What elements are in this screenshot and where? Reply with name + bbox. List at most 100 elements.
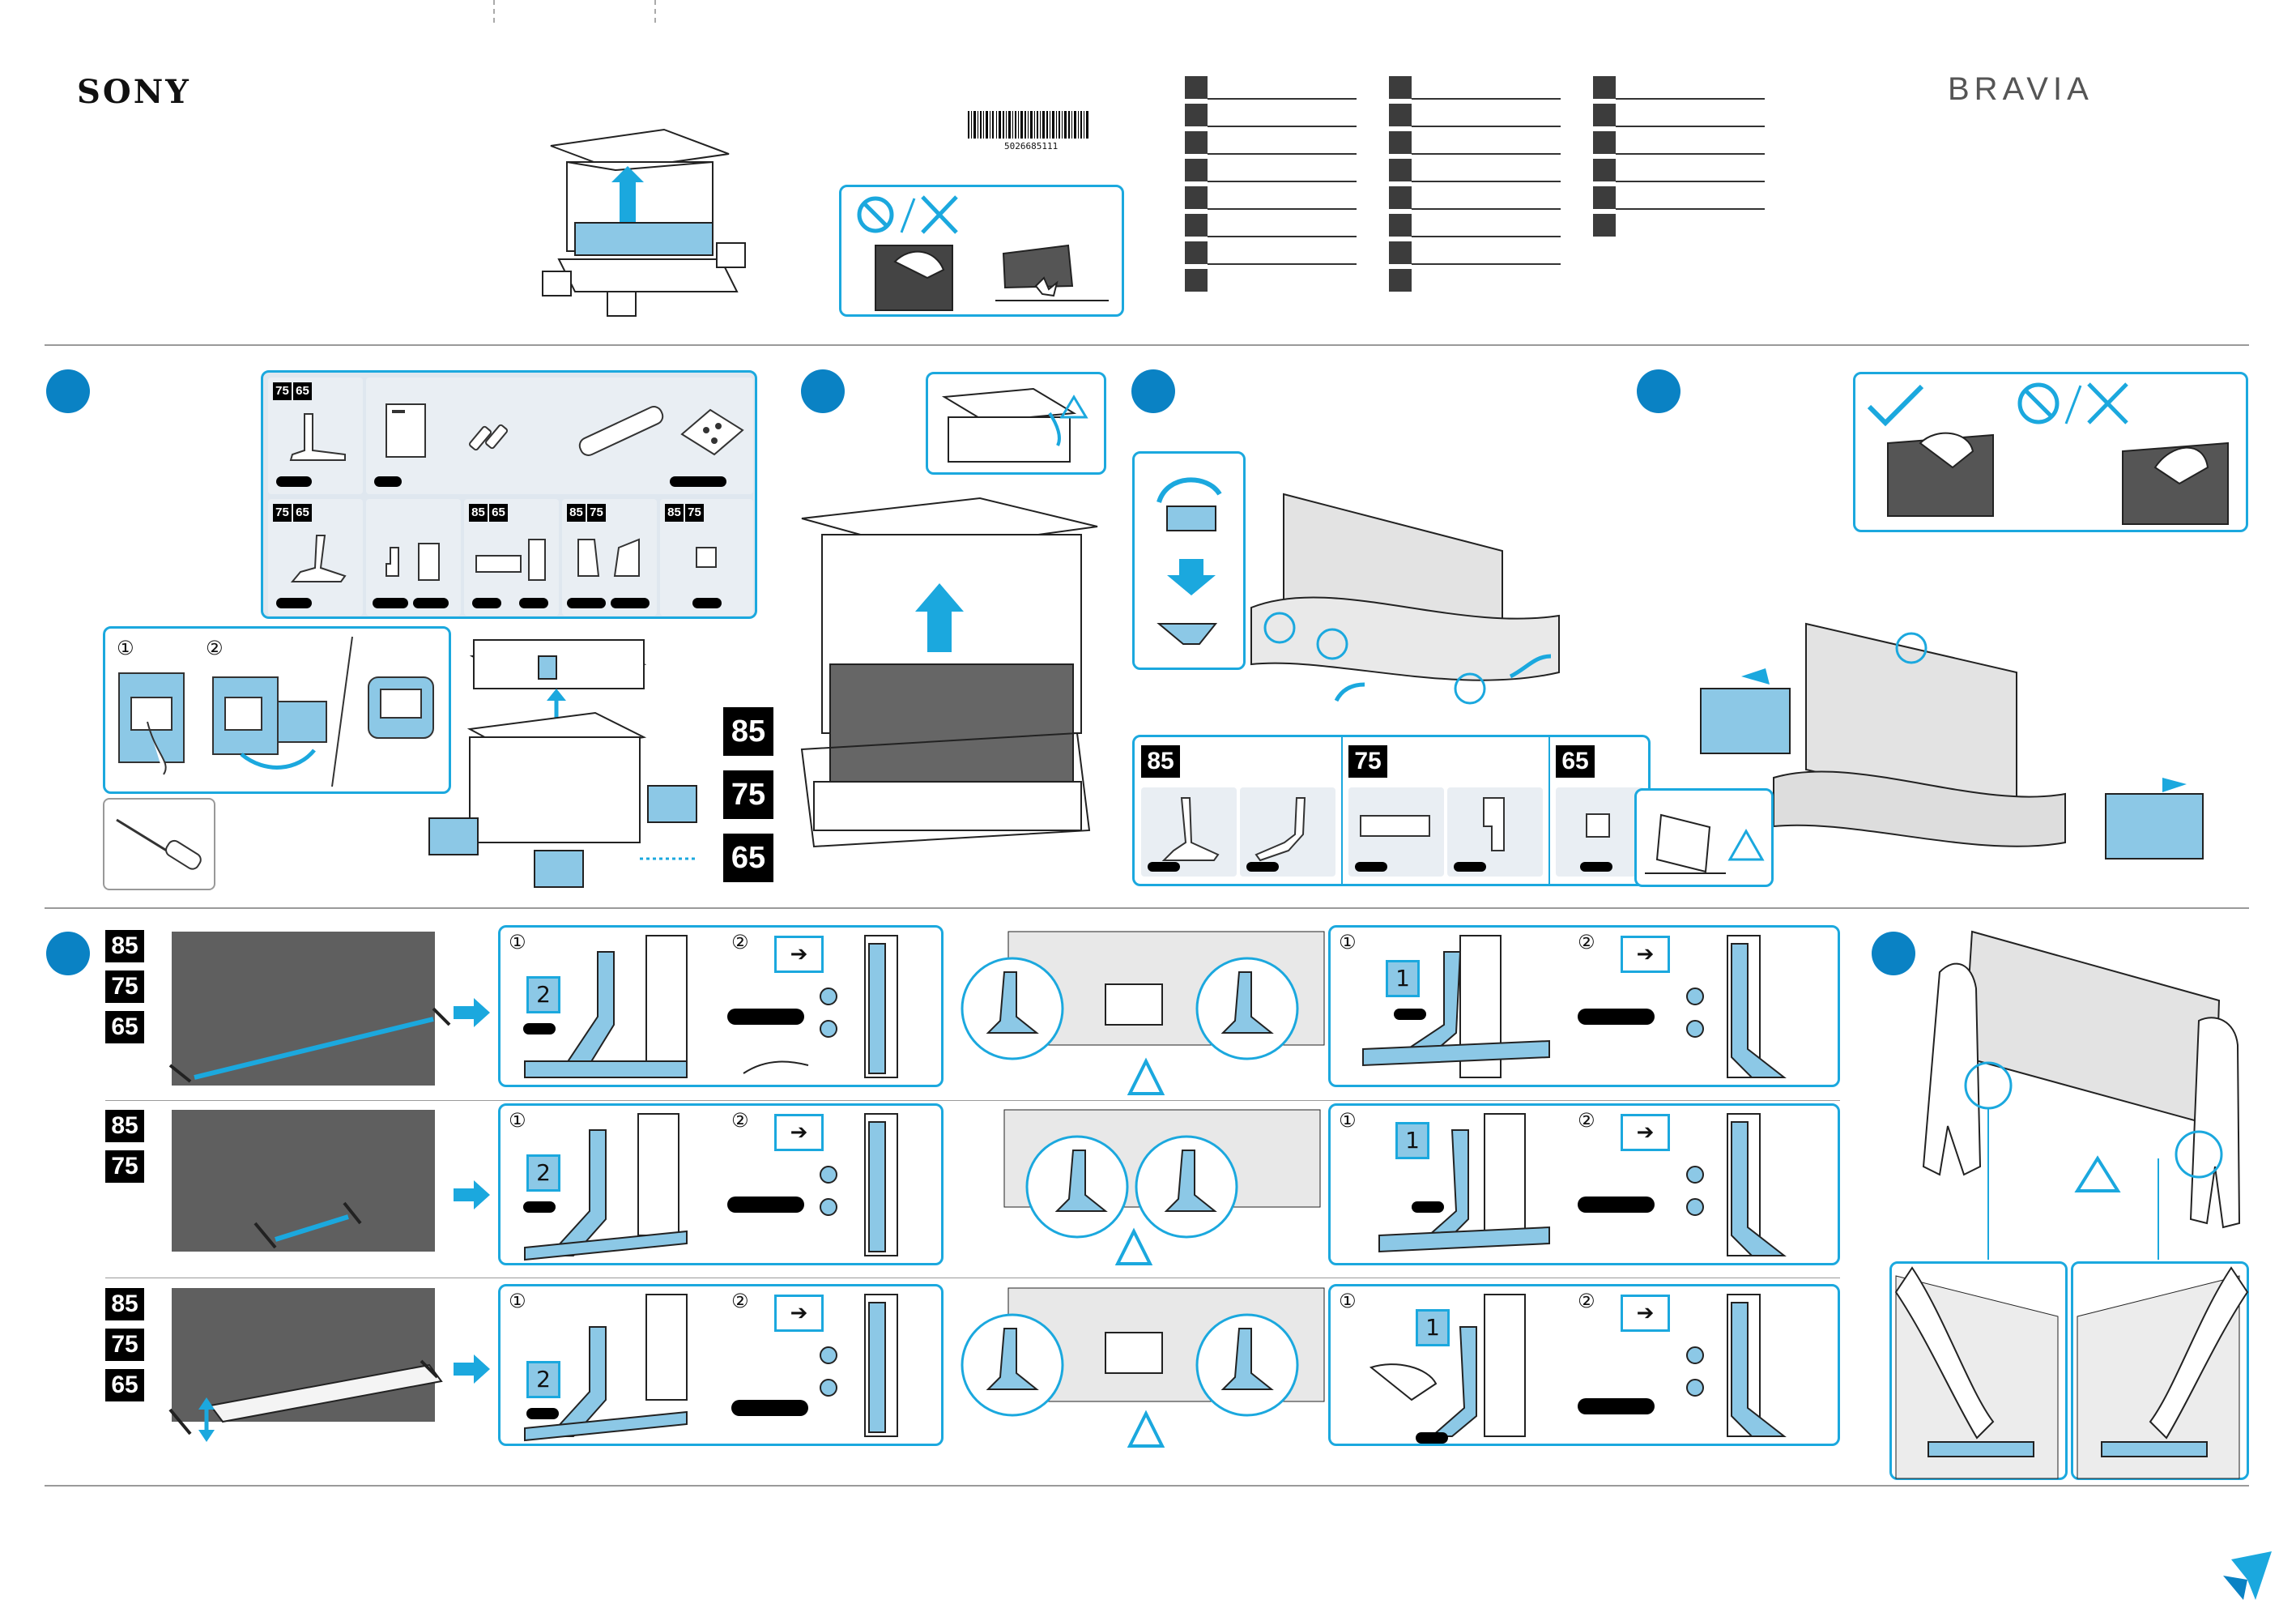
barcode-number: 5026685111 bbox=[1004, 141, 1059, 151]
screw-fasten-illustration bbox=[1686, 1113, 1787, 1256]
part-number-pill bbox=[1580, 862, 1612, 872]
sub-step-label: ② bbox=[1578, 931, 1595, 953]
language-row bbox=[1593, 214, 1765, 239]
slide-out-illustration bbox=[212, 676, 327, 770]
part-number-pill bbox=[727, 1197, 804, 1213]
size-tag: 85 bbox=[469, 504, 488, 522]
part-number-pill bbox=[1355, 862, 1387, 872]
part-label-box: 1 bbox=[1395, 1122, 1429, 1159]
step-3-marker bbox=[1131, 369, 1175, 413]
stand-attach-panel-e: ① ② 2 ➔ bbox=[498, 1284, 944, 1446]
part-cell-stand-a: 75 65 bbox=[268, 378, 363, 494]
stand-leg-icon bbox=[290, 535, 347, 582]
sub-step-label: ① bbox=[1339, 1290, 1357, 1312]
part-number-pill bbox=[611, 598, 650, 608]
arrow-label: ➔ bbox=[1621, 1295, 1670, 1332]
size-tag: 85 bbox=[105, 930, 144, 962]
part-cell-85-65: 85 65 bbox=[464, 499, 559, 616]
language-row bbox=[1185, 131, 1357, 156]
part-cell-brackets bbox=[366, 499, 461, 616]
divider-line bbox=[331, 636, 353, 787]
part-label-box: 2 bbox=[526, 976, 560, 1013]
page-turn-icon bbox=[2223, 1551, 2272, 1600]
part-number-pill bbox=[1578, 1197, 1655, 1213]
stand-detail-view-b bbox=[1003, 1109, 1321, 1265]
stand-attach-panel-d: ① ② 1 ➔ bbox=[1328, 1103, 1840, 1265]
part-number-pill bbox=[276, 476, 312, 487]
section-divider bbox=[45, 907, 2249, 909]
language-row bbox=[1389, 186, 1561, 211]
arrow-label: ➔ bbox=[1621, 936, 1670, 973]
size-tag: 75 bbox=[273, 382, 292, 400]
part-number-pill bbox=[523, 1201, 556, 1213]
size-tag: 85 bbox=[105, 1110, 144, 1142]
wrong-grip-illustration bbox=[2122, 442, 2229, 525]
part-cell-stand-b: 75 65 bbox=[268, 499, 363, 616]
sub-step-label: ① bbox=[509, 931, 526, 953]
language-row bbox=[1185, 241, 1357, 267]
barcode-graphic bbox=[968, 111, 1088, 139]
stand-attach-panel-f: ① ② 1 ➔ bbox=[1328, 1284, 1840, 1446]
correct-grip-illustration bbox=[1887, 432, 1994, 517]
language-column-3 bbox=[1593, 76, 1765, 246]
batteries-icon bbox=[468, 424, 509, 451]
screw-fasten-illustration bbox=[1686, 1294, 1787, 1437]
part-number-pill bbox=[1148, 862, 1180, 872]
grip-detail-right bbox=[2071, 1261, 2249, 1480]
remove-tv-from-foam-illustration bbox=[1700, 622, 2204, 860]
stand-insert-illustration bbox=[1362, 935, 1550, 1078]
size-tag: 65 bbox=[293, 382, 312, 400]
language-row bbox=[1593, 159, 1765, 184]
foam-fold-panel bbox=[1132, 451, 1246, 670]
size-tag: 85 bbox=[105, 1288, 144, 1320]
stand-detail-view-c bbox=[961, 1287, 1325, 1448]
check-icon bbox=[1867, 384, 1924, 427]
step-6-marker bbox=[1872, 932, 1915, 975]
language-column-1 bbox=[1185, 76, 1357, 303]
size-tag: 65 bbox=[105, 1369, 144, 1401]
part-number-pill bbox=[1454, 862, 1486, 872]
bracket-icon bbox=[386, 543, 440, 581]
part-number-pill bbox=[1416, 1432, 1448, 1444]
arrow-label: ➔ bbox=[774, 936, 824, 973]
box-unpack-illustration bbox=[542, 128, 746, 317]
size-tag: 85 bbox=[567, 504, 586, 522]
box-with-accessories-illustration bbox=[428, 638, 697, 888]
screw-fasten-illustration bbox=[820, 1294, 898, 1437]
handling-warning-box bbox=[839, 185, 1124, 317]
part-number-pill bbox=[472, 598, 501, 608]
row-divider bbox=[105, 1100, 1840, 1101]
sub-step-label: ① bbox=[1339, 1109, 1357, 1132]
language-row bbox=[1185, 76, 1357, 101]
part-number-pill bbox=[731, 1400, 808, 1416]
sub-step-2-label: ② bbox=[206, 637, 224, 659]
wide-stand-span-illustration bbox=[168, 1007, 451, 1083]
language-column-2 bbox=[1389, 76, 1561, 303]
part-number-pill bbox=[373, 598, 408, 608]
size-tag: 65 bbox=[105, 1011, 144, 1043]
hand-on-screen-illustration bbox=[875, 245, 953, 311]
stand-attach-panel-c: ① ② 2 ➔ bbox=[498, 1103, 944, 1265]
stand-85-b bbox=[1240, 787, 1335, 877]
lid-warning-box bbox=[926, 372, 1106, 475]
fold-mark bbox=[654, 0, 656, 23]
cover-part-icon bbox=[1360, 815, 1430, 837]
size-tag: 65 bbox=[1556, 745, 1595, 778]
bracket-icon bbox=[1483, 797, 1505, 851]
part-number-pill bbox=[1578, 1009, 1655, 1025]
two-person-lift-illustration bbox=[1922, 930, 2241, 1260]
part-label-box: 2 bbox=[526, 1154, 560, 1192]
stand-insert-illustration bbox=[1369, 1294, 1526, 1437]
lid-pinch-warning-illustration bbox=[941, 387, 1088, 463]
sub-step-label: ① bbox=[509, 1109, 526, 1132]
stand-attach-panel-b: ① ② 1 ➔ bbox=[1328, 925, 1840, 1087]
screwdriver-box bbox=[103, 798, 215, 890]
language-row bbox=[1389, 131, 1561, 156]
small-part-icon bbox=[1586, 813, 1610, 838]
size-tag: 75 bbox=[587, 504, 606, 522]
stand-leg-icon bbox=[1161, 797, 1220, 861]
language-row bbox=[1389, 76, 1561, 101]
step-1-marker bbox=[46, 369, 90, 413]
stand-85-a bbox=[1141, 787, 1237, 877]
language-row bbox=[1593, 131, 1765, 156]
